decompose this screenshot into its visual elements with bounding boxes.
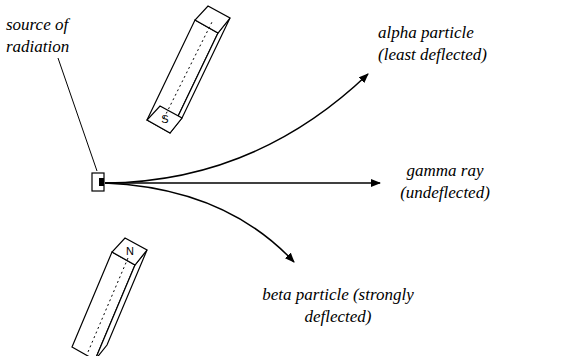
- source-label: source of radiation: [6, 14, 96, 58]
- beta-path: [105, 183, 294, 262]
- gamma-path: [105, 182, 380, 184]
- leader-line: [58, 58, 97, 171]
- alpha-label: alpha particle (least deflected): [378, 22, 506, 66]
- north-magnet: [72, 238, 147, 356]
- beta-label: beta particle (strongly deflected): [262, 284, 414, 328]
- gamma-label: gamma ray (undeflected): [390, 160, 500, 204]
- pole-letter: N: [123, 245, 137, 257]
- pole-letter: S: [158, 113, 172, 125]
- alpha-path: [105, 74, 368, 183]
- south-magnet: [147, 6, 230, 133]
- radiation-source: [92, 173, 104, 191]
